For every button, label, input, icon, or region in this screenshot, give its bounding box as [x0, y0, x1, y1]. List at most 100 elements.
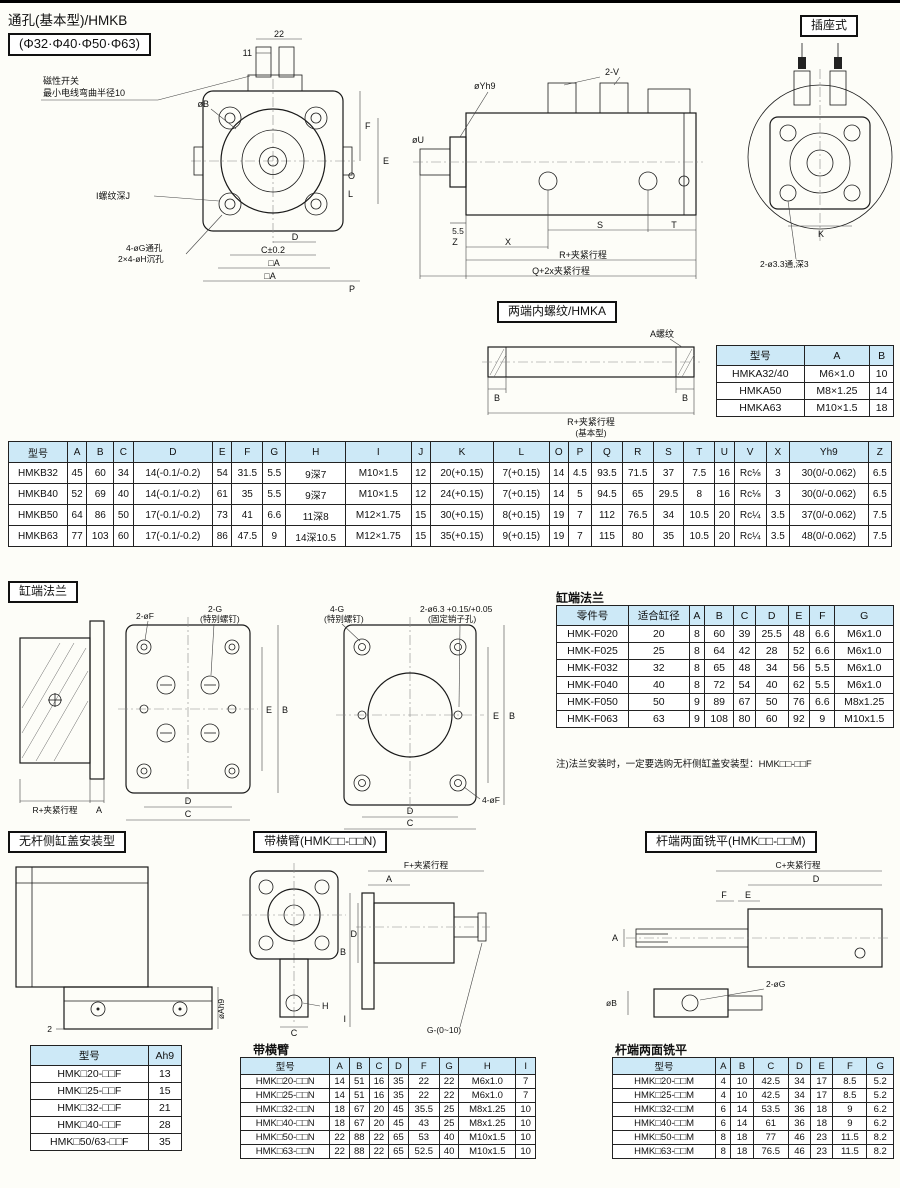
column-header: 型号	[716, 345, 805, 366]
front-view-drawing: 22 11 磁性开关 最小电线弯曲半径10 øB I螺纹深J	[41, 29, 389, 294]
table-cell: 77	[752, 1130, 789, 1145]
table-cell: 60	[704, 625, 735, 643]
table-cell: M8x1.25	[458, 1102, 517, 1117]
dim-D-arm: D	[351, 929, 358, 939]
flange-profile-view: R+夹紧行程 A	[19, 620, 105, 815]
table-cell: 34	[754, 659, 789, 677]
dim-B-flange1: B	[282, 705, 288, 715]
dim-B-right: B	[682, 393, 688, 403]
table-cell: HMK□40-□□N	[239, 1116, 331, 1131]
table-cell: HMK□63-□□N	[239, 1144, 331, 1159]
dim-X: X	[505, 237, 511, 247]
table-cell: 8	[688, 642, 706, 660]
dim-D-flange2: D	[407, 806, 414, 816]
table-cell: 8	[688, 625, 706, 643]
table-cell: M10x1.5	[458, 1130, 517, 1145]
table-cell: 76.5	[752, 1144, 789, 1159]
column-header: Ah9	[147, 1045, 183, 1066]
dim-O: O	[348, 171, 355, 181]
table-cell: M6×1.0	[803, 365, 871, 383]
flange-drawings: R+夹紧行程 A 2-øF 2-G (特别螺钉) E B	[19, 604, 515, 830]
table-cell: 52	[66, 483, 88, 505]
table-cell: 4	[715, 1074, 732, 1089]
table-cell: 88	[348, 1144, 370, 1159]
table-cell: HMK□40-□□M	[611, 1116, 717, 1131]
dim-5-5: 5.5	[452, 226, 464, 236]
rodless-mount-view: øAh9 2	[15, 866, 226, 1034]
table-cell: 35	[231, 483, 264, 505]
table-cell: 11.5	[832, 1130, 868, 1145]
table-cell: 5.5	[809, 659, 836, 677]
table-cell: Rc¼	[733, 525, 767, 547]
dim-D-flange1: D	[185, 796, 192, 806]
table-cell: 48	[733, 659, 756, 677]
table-cell: 10	[515, 1116, 536, 1131]
column-header: I	[515, 1057, 536, 1075]
column-header: P	[567, 441, 593, 463]
column-header: K	[429, 441, 495, 463]
table-cell: 35	[388, 1088, 409, 1103]
table-cell: 15	[410, 525, 431, 547]
table-cell: 22	[329, 1144, 350, 1159]
table-cell: 16	[714, 483, 735, 505]
table-cell: 48(0/-0.062)	[788, 525, 869, 547]
table-cell: 28	[147, 1116, 183, 1134]
table-cell: 35	[147, 1133, 183, 1151]
socket-type-box: 插座式	[800, 15, 859, 37]
table-cell: 45	[388, 1102, 409, 1117]
page-title: 通孔(基本型)/HMKB	[8, 13, 128, 28]
table-cell: 37(0/-0.062)	[788, 504, 869, 526]
table-cell: 23	[810, 1130, 834, 1145]
column-header: D	[132, 441, 214, 463]
table-cell: 9	[688, 693, 706, 711]
table-cell: 42.5	[752, 1088, 789, 1103]
table-cell: 73	[212, 504, 233, 526]
table-cell: 14	[329, 1074, 350, 1089]
table-cell: 50	[627, 693, 690, 711]
dim-H-arm: H	[322, 1001, 329, 1011]
table-cell: 16	[368, 1088, 390, 1103]
table-cell: HMKB50	[8, 504, 68, 526]
dim-S: S	[597, 220, 603, 230]
table-cell: HMK-F025	[556, 642, 629, 660]
table-cell: 52.5	[407, 1144, 440, 1159]
table-cell: 65	[388, 1144, 409, 1159]
column-header: R	[621, 441, 654, 463]
hmka-cylinder-view: A螺纹 B B R+夹紧行程 (基本型)	[482, 328, 700, 438]
dim-D: D	[292, 232, 299, 242]
table-cell: HMK-F032	[556, 659, 629, 677]
table-cell: HMK□20-□□M	[611, 1074, 717, 1089]
table-cell: 36	[787, 1102, 812, 1117]
mill-side-view: C+夹紧行程 D F E A 2-øG øB	[606, 860, 890, 1018]
table-cell: 10	[515, 1102, 536, 1117]
table-cell: 13	[147, 1065, 183, 1083]
table-cell: 30(0/-0.062)	[788, 462, 869, 484]
dim-R-clamp-stroke: R+夹紧行程	[559, 249, 607, 260]
dim-A-arm: A	[386, 874, 392, 884]
dim-11: 11	[243, 48, 252, 58]
table-cell: 9深7	[285, 462, 347, 484]
table-cell: 3	[765, 462, 790, 484]
table-cell: 29.5	[652, 483, 685, 505]
column-header: 型号	[239, 1057, 331, 1075]
table-cell: 63	[627, 710, 690, 728]
label-2-oF: 2-øF	[136, 611, 154, 621]
label-2V: 2-V	[605, 67, 619, 77]
table-cell: 34	[113, 462, 134, 484]
dim-C-clamp-stroke: C+夹紧行程	[775, 860, 821, 870]
table-cell: 3.5	[765, 504, 790, 526]
dim-T: T	[671, 220, 677, 230]
connector-pin	[798, 57, 806, 69]
table-cell: 31.5	[231, 462, 264, 484]
